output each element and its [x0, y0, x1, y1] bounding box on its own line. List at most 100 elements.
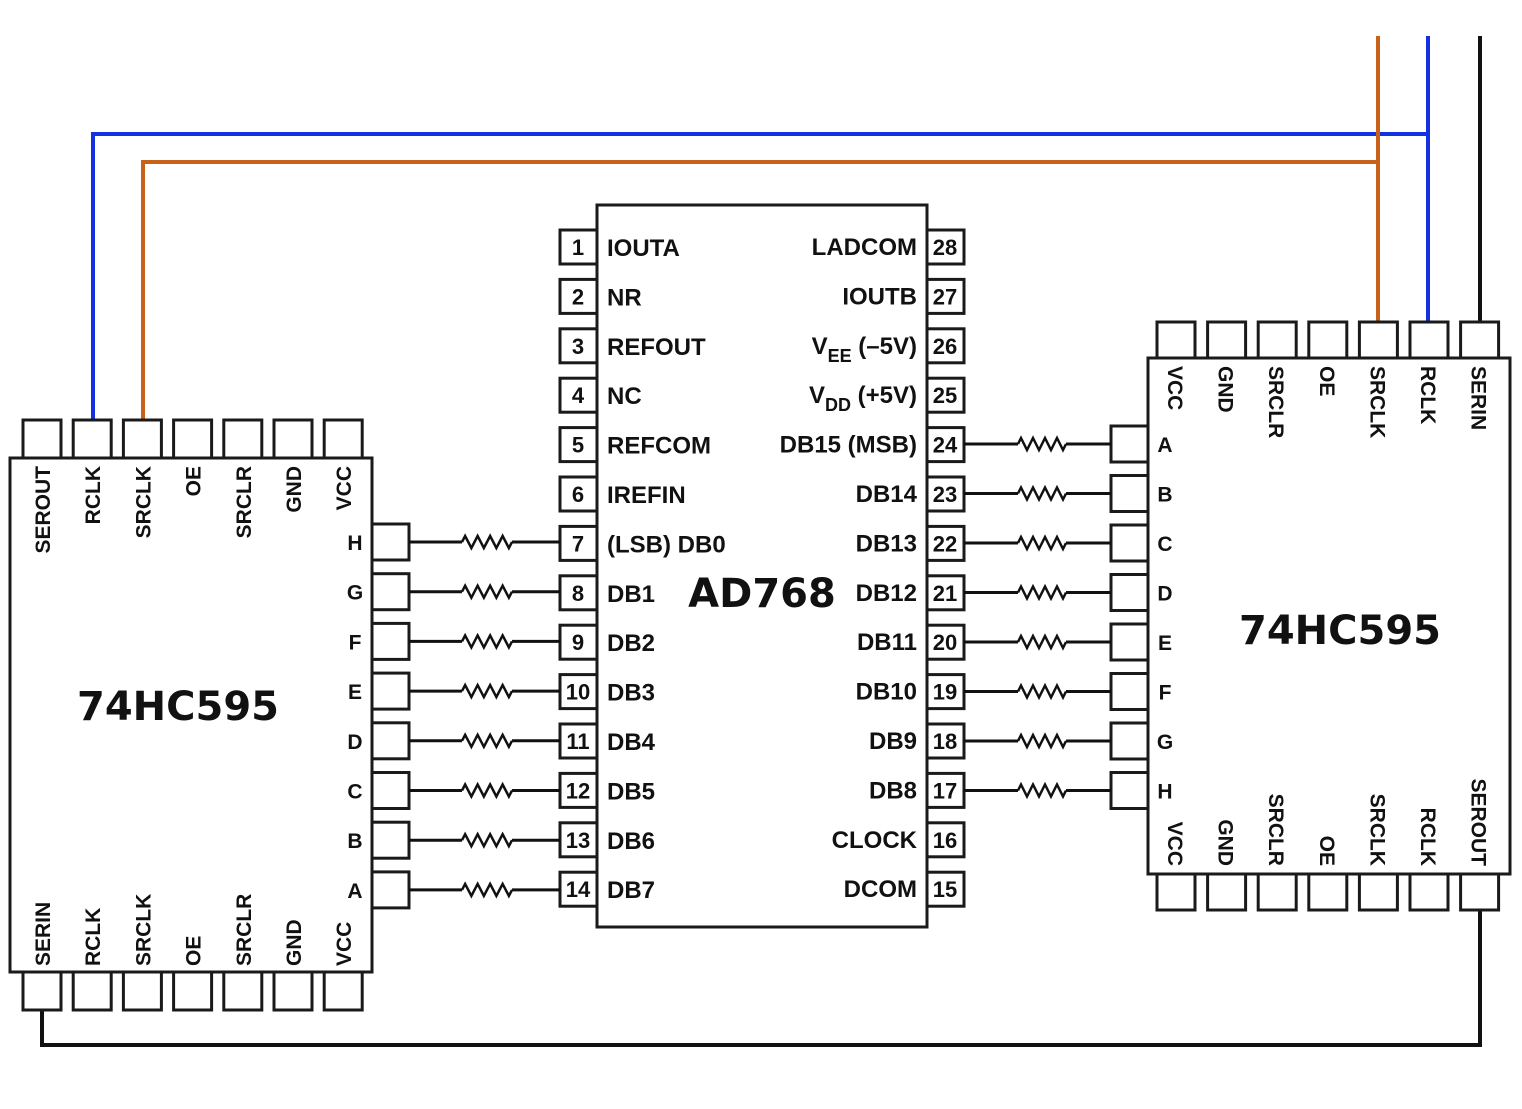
- left-bottom-pin-box-3: [172, 970, 214, 1012]
- left-output-label-e: E: [348, 681, 362, 704]
- right-shift-register-body: [1146, 356, 1512, 876]
- right-output-pin-box-b: [1109, 474, 1150, 513]
- left-output-label-d: D: [347, 731, 362, 754]
- dac-pin-label-12: DB5: [607, 778, 655, 805]
- dac-pin-box-11: [558, 722, 599, 760]
- right-top-pin-box-1: [1206, 320, 1248, 360]
- serout-serin-wire: [40, 910, 1482, 1047]
- left-bottom-pin-label-gnd: GND: [283, 919, 306, 966]
- dac-pin-box-5: [558, 426, 599, 464]
- dac-pin-label-26: VEE (–5V): [812, 333, 917, 366]
- right-top-pin-label-srclr: SRCLR: [1264, 366, 1287, 438]
- right-bottom-pin-box-6: [1459, 872, 1501, 912]
- right-bottom-pin-box-4: [1357, 872, 1399, 912]
- dac-pin-label-sub-25: DD: [825, 395, 851, 415]
- right-bottom-pin-label-srclk: SRCLK: [1365, 794, 1388, 866]
- dac-pin-label-sub-26: EE: [828, 346, 852, 366]
- dac-pin-number-23: 23: [933, 482, 957, 507]
- dac-pin-label-13: DB6: [607, 828, 655, 855]
- dac-pin-number-22: 22: [933, 531, 957, 556]
- dac-pin-label-19: DB10: [856, 679, 917, 706]
- dac-pin-box-27: [925, 277, 966, 315]
- dac-pin-label-21: DB12: [856, 580, 917, 607]
- left-output-pin-box-c: [370, 771, 411, 810]
- left-top-pin-label-vcc: VCC: [333, 466, 356, 510]
- left-resistor-d: [460, 732, 514, 750]
- dac-pin-number-19: 19: [933, 680, 957, 705]
- left-shift-register-name: 74HC595: [77, 684, 279, 730]
- right-bottom-pin-label-rclk: RCLK: [1416, 808, 1439, 866]
- dac-pin-number-25: 25: [933, 383, 957, 408]
- right-output-pin-box-f: [1109, 672, 1150, 711]
- dac-pin-number-18: 18: [933, 729, 957, 754]
- dac-pin-box-26: [925, 327, 966, 365]
- dac-pin-label-11: DB4: [607, 729, 656, 756]
- right-output-label-d: D: [1157, 583, 1172, 606]
- left-bottom-pin-label-srclr: SRCLR: [233, 894, 256, 966]
- right-top-pin-label-rclk: RCLK: [1416, 366, 1439, 424]
- left-output-pin-box-e: [370, 671, 411, 711]
- left-output-label-f: F: [349, 631, 362, 654]
- left-top-pin-label-serout: SEROUT: [32, 466, 55, 554]
- left-bottom-pin-box-6: [322, 970, 364, 1012]
- right-top-pin-box-5: [1408, 320, 1450, 360]
- dac-pin-label-5: REFCOM: [607, 433, 711, 460]
- right-output-pin-box-d: [1109, 573, 1150, 612]
- right-resistor-f: [1016, 682, 1068, 701]
- dac-pin-number-4: 4: [572, 383, 585, 408]
- dac-pin-label-7: (LSB) DB0: [607, 531, 726, 558]
- left-top-pin-box-0: [21, 418, 63, 460]
- dac-pin-number-21: 21: [933, 581, 957, 606]
- right-bottom-pin-label-srclr: SRCLR: [1264, 794, 1287, 866]
- right-shift-register: 74HC595: [1146, 356, 1512, 876]
- right-top-pin-box-0: [1155, 320, 1197, 360]
- dac-pin-box-10: [558, 673, 599, 711]
- dac-pin-number-3: 3: [572, 334, 584, 359]
- dac-pin-label-16: CLOCK: [832, 827, 918, 854]
- left-top-pin-box-2: [121, 418, 163, 460]
- left-output-label-h: H: [347, 532, 362, 555]
- right-bottom-pin-label-vcc: VCC: [1163, 822, 1186, 866]
- right-resistor-e: [1016, 633, 1068, 651]
- right-top-pin-box-6: [1459, 320, 1501, 360]
- right-output-pin-box-g: [1109, 721, 1150, 761]
- dac-pin-box-15: [925, 870, 966, 908]
- right-bottom-pin-label-gnd: GND: [1214, 819, 1237, 866]
- left-output-label-b: B: [347, 830, 362, 853]
- left-bottom-pin-box-1: [71, 970, 113, 1012]
- left-resistor-e: [460, 682, 514, 700]
- right-top-pin-box-3: [1307, 320, 1349, 360]
- dac-pin-label-17: DB8: [869, 777, 917, 804]
- right-bottom-pin-box-2: [1256, 872, 1298, 912]
- dac-pin-number-15: 15: [933, 877, 957, 902]
- dac-pin-number-14: 14: [566, 877, 591, 902]
- left-output-pin-box-b: [370, 820, 411, 860]
- dac-pin-label-3: REFOUT: [607, 334, 706, 361]
- dac-pin-label-24: DB15 (MSB): [780, 432, 917, 459]
- left-output-label-g: G: [347, 582, 363, 605]
- dac-pin-number-7: 7: [572, 531, 584, 556]
- srclk-wire-bus: [141, 160, 1378, 420]
- left-shift-register: 74HC595: [8, 456, 374, 974]
- dac-pin-box-2: [558, 277, 599, 315]
- dac-pin-number-12: 12: [566, 778, 590, 803]
- dac-pin-label-28: LADCOM: [812, 234, 917, 261]
- right-resistor-c: [1016, 534, 1068, 552]
- dac-pin-number-27: 27: [933, 284, 957, 309]
- dac-pin-label-18: DB9: [869, 728, 917, 755]
- right-output-label-h: H: [1157, 781, 1172, 804]
- dac-pin-number-1: 1: [572, 235, 584, 260]
- dac-pin-box-7: [558, 524, 599, 562]
- left-top-pin-box-1: [71, 418, 113, 460]
- right-output-pin-box-a: [1109, 424, 1150, 464]
- left-bottom-pin-label-rclk: RCLK: [82, 908, 105, 966]
- dac-pin-number-17: 17: [933, 778, 957, 803]
- left-resistor-f: [460, 632, 514, 651]
- right-resistor-a: [1016, 435, 1068, 453]
- dac-pin-label-20: DB11: [857, 629, 917, 656]
- left-top-pin-label-rclk: RCLK: [82, 466, 105, 524]
- dac-pin-label-22: DB13: [856, 530, 917, 557]
- left-output-pin-box-g: [370, 572, 411, 612]
